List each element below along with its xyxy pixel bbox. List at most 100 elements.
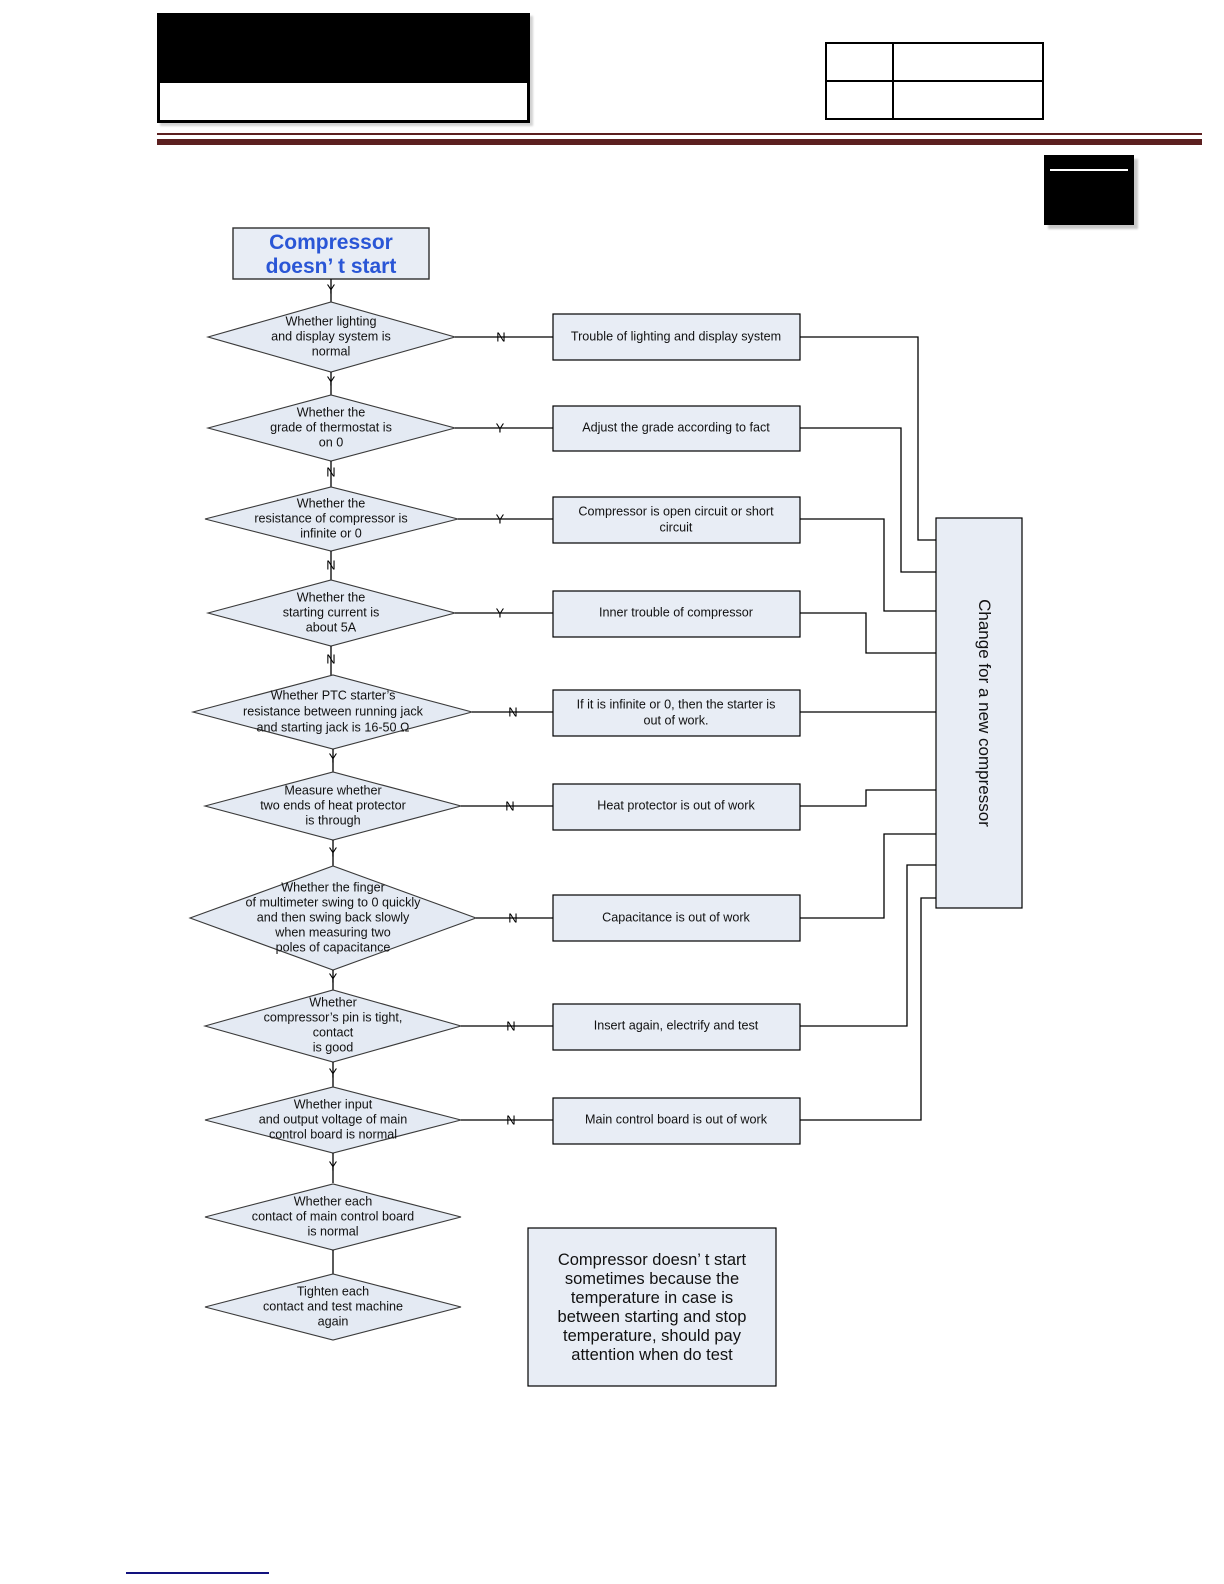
header-badge-line — [1050, 169, 1128, 171]
header-info-table — [825, 42, 1044, 120]
header-table-cell — [892, 42, 1044, 82]
process-capacitance-line-1: Capacitance is out of work — [602, 910, 750, 924]
terminal-change-compressor: Change for a new compressor — [935, 517, 1023, 909]
decision-ptc-starter-line-1: Whether PTC starter’s — [271, 688, 396, 702]
decision-heat-protector-line-3: is through — [305, 813, 360, 827]
decision-thermostat-line-2: grade of thermostat is — [270, 420, 392, 434]
branch-label-heat-protector-out: N — [505, 798, 514, 813]
decision-main-board-voltage-line-2: and output voltage of main — [259, 1112, 407, 1126]
connector-pin-contact-to-terminal — [800, 864, 936, 1027]
decision-main-board-voltage: Whether input and output voltage of main… — [204, 1086, 462, 1154]
process-resistance-line-1: Compressor is open circuit or short — [578, 504, 774, 518]
branch-label-ptc-starter-down: Y — [329, 750, 338, 765]
process-ptc-starter-line-2: out of work. — [643, 713, 708, 727]
process-thermostat-line-1: Adjust the grade according to fact — [582, 420, 770, 434]
process-pin-contact-line-1: Insert again, electrify and test — [594, 1018, 759, 1032]
decision-heat-protector-line-2: two ends of heat protector — [260, 798, 406, 812]
header-table-cell — [825, 80, 894, 120]
note-line-6: attention when do test — [571, 1346, 733, 1364]
note-line-5: temperature, should pay — [563, 1327, 742, 1345]
decision-resistance: Whether the resistance of compressor is … — [204, 486, 459, 552]
process-lighting — [552, 313, 801, 361]
decision-starting-current-line-2: starting current is — [283, 605, 380, 619]
decision-resistance-line-3: infinite or 0 — [300, 526, 362, 540]
decision-pin-contact-line-2: compressor’s pin is tight, — [264, 1010, 403, 1024]
terminal-label: Change for a new compressor — [975, 599, 994, 827]
decision-resistance-line-2: resistance of compressor is — [254, 511, 407, 525]
branch-label-resistance-down: N — [326, 557, 335, 572]
decision-lighting-line-2: and display system is — [271, 329, 391, 343]
branch-label-thermostat-down: N — [326, 464, 335, 479]
branch-label-capacitance-down: Y — [329, 970, 338, 985]
header-table-cell — [825, 42, 894, 82]
process-pin-contact — [552, 1003, 801, 1051]
connector-thermostat-to-terminal — [800, 427, 936, 573]
decision-capacitance-line-4: when measuring two — [274, 925, 391, 939]
branch-label-pin-contact-out: N — [506, 1018, 515, 1033]
connector-capacitance-to-terminal — [800, 833, 936, 919]
decision-capacitance-line-1: Whether the finger — [281, 880, 385, 894]
decision-ptc-starter: Whether PTC starter’s resistance between… — [190, 674, 475, 750]
note-box: Compressor doesn’ t start sometimes beca… — [527, 1227, 777, 1387]
decision-ptc-starter-line-2: resistance between running jack — [243, 704, 424, 718]
process-main-board-voltage — [552, 1097, 801, 1145]
header-redacted-block — [157, 13, 530, 123]
flow-title-box: Compressor doesn’ t start — [232, 227, 430, 280]
decision-pin-contact-line-4: is good — [313, 1040, 354, 1054]
process-lighting-line-1: Trouble of lighting and display system — [571, 329, 781, 343]
decision-main-board-voltage-line-3: control board is normal — [269, 1127, 397, 1141]
branch-label-lighting-out: N — [496, 329, 505, 344]
process-main-board-voltage-line-1: Main control board is out of work — [585, 1112, 768, 1126]
decision-starting-current: Whether the starting current is about 5A — [205, 579, 458, 647]
branch-label-thermostat-out: Y — [496, 420, 505, 435]
decision-main-board-contact-line-3: is normal — [307, 1224, 358, 1238]
decision-pin-contact-line-1: Whether — [309, 995, 357, 1009]
connector-heat-protector-to-terminal — [800, 789, 936, 807]
decision-tighten-contact: Tighten each contact and test machine ag… — [204, 1273, 462, 1341]
process-starting-current — [552, 590, 801, 638]
decision-tighten-contact-line-2: contact and test machine — [263, 1299, 403, 1313]
branch-label-ptc-starter-out: N — [508, 704, 517, 719]
connector-main-board-voltage-to-terminal — [800, 897, 936, 1121]
branch-label-pin-contact-down: Y — [329, 1065, 338, 1080]
decision-lighting-line-3: normal — [312, 344, 351, 358]
process-capacitance — [552, 894, 801, 942]
note-line-1: Compressor doesn’ t start — [558, 1251, 747, 1269]
process-ptc-starter-line-1: If it is infinite or 0, then the starter… — [577, 697, 776, 711]
decision-heat-protector: Measure whether two ends of heat protect… — [202, 771, 464, 841]
decision-lighting: Whether lighting and display system is n… — [205, 301, 458, 373]
table-row — [825, 80, 1044, 120]
branch-label-capacitance-out: N — [508, 910, 517, 925]
decision-main-board-contact: Whether each contact of main control boa… — [204, 1183, 462, 1251]
decision-capacitance: Whether the finger of multimeter swing t… — [188, 865, 478, 971]
branch-label-main-board-voltage-down: Y — [329, 1158, 338, 1173]
branch-label-lighting-down: Y — [327, 373, 336, 388]
connector-lighting-to-terminal — [800, 336, 936, 541]
note-line-2: sometimes because the — [565, 1270, 739, 1288]
decision-ptc-starter-line-3: and starting jack is 16-50 Ω — [257, 720, 410, 734]
connector-starting-current-to-terminal — [800, 612, 936, 654]
branch-label-title: Y — [327, 281, 336, 296]
decision-main-board-contact-line-1: Whether each — [294, 1194, 372, 1208]
header-rule-thin — [157, 133, 1202, 135]
decision-starting-current-line-3: about 5A — [306, 620, 357, 634]
decision-heat-protector-line-1: Measure whether — [284, 783, 381, 797]
decision-capacitance-line-5: poles of capacitance — [276, 940, 391, 954]
decision-tighten-contact-line-3: again — [318, 1314, 349, 1328]
decision-capacitance-line-2: of multimeter swing to 0 quickly — [246, 895, 422, 909]
process-resistance-line-2: circuit — [660, 520, 693, 534]
decision-tighten-contact-line-1: Tighten each — [297, 1284, 369, 1298]
branch-label-starting-current-out: Y — [496, 605, 505, 620]
branch-label-resistance-out: Y — [496, 511, 505, 526]
note-line-4: between starting and stop — [558, 1308, 747, 1326]
footer-rule — [126, 1572, 269, 1574]
decision-starting-current-line-1: Whether the — [297, 590, 366, 604]
decision-main-board-voltage-line-1: Whether input — [294, 1097, 373, 1111]
decision-resistance-line-1: Whether the — [297, 496, 366, 510]
branch-label-heat-protector-down: Y — [329, 844, 338, 859]
note-line-3: temperature in case is — [571, 1289, 733, 1307]
header-rule-thick — [157, 139, 1202, 145]
table-row — [825, 42, 1044, 82]
process-ptc-starter — [552, 689, 801, 737]
